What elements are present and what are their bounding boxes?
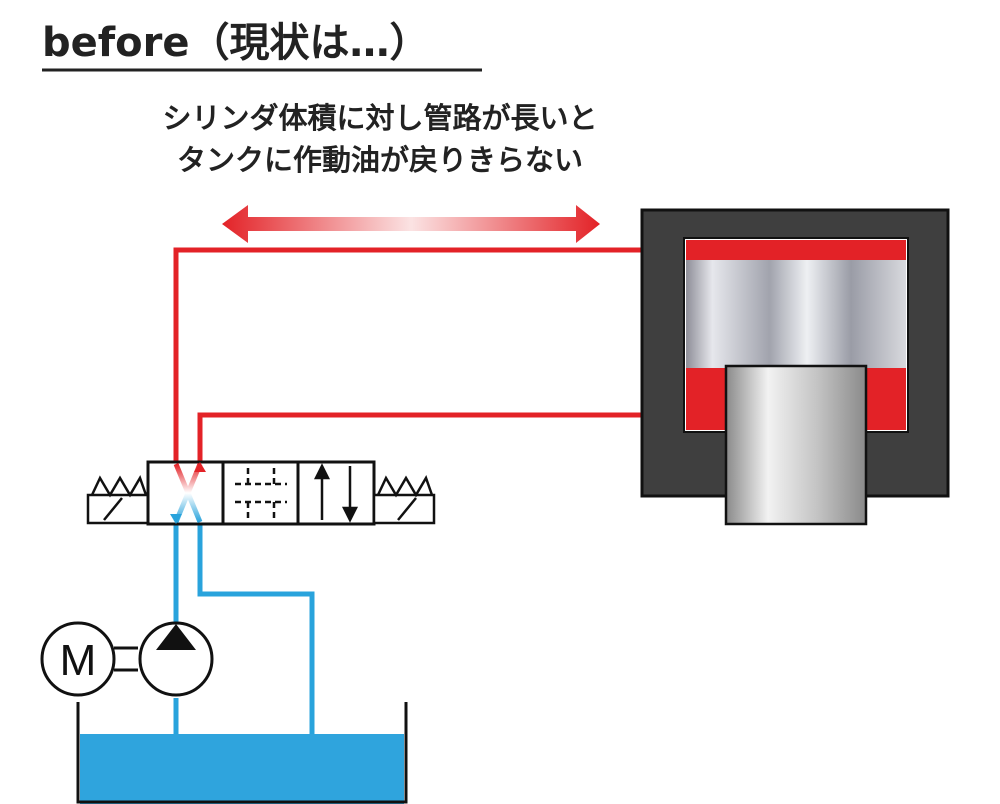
cap-chamber	[686, 240, 906, 260]
double-headed-arrow-icon	[222, 205, 600, 243]
rod-chamber-left	[686, 368, 728, 430]
motor-label: M	[60, 636, 97, 685]
oil-tank	[76, 702, 408, 804]
rod-chamber-right	[864, 368, 906, 430]
caption-line-1: シリンダ体積に対し管路が長いと	[162, 101, 597, 135]
valve-body	[146, 460, 376, 526]
pressure-lines	[173, 247, 690, 470]
rod-side-pressure-line	[197, 412, 690, 470]
piston-rod	[724, 364, 868, 526]
left-spring-actuator	[86, 475, 150, 525]
piston	[686, 260, 906, 368]
valve-parallel-flow	[313, 463, 359, 523]
tank-walls	[76, 702, 408, 804]
hydraulic-cylinder	[640, 208, 950, 526]
caption-line-2: タンクに作動油が戻りきらない	[177, 143, 583, 177]
tank-return-line	[197, 518, 315, 738]
shaft-coupling	[114, 646, 138, 672]
page-title: before（現状は…）	[42, 20, 430, 66]
4-3-directional-valve-icon	[86, 460, 436, 526]
tank-fluid	[80, 734, 404, 804]
right-spring-actuator	[372, 475, 436, 525]
cap-side-pressure-line	[173, 247, 688, 470]
valve-center-closed	[235, 468, 287, 520]
valve-crossed-flow	[170, 462, 206, 524]
motor-symbol-icon: M	[40, 621, 116, 697]
pump-symbol-icon	[138, 621, 214, 697]
return-lines	[173, 518, 315, 738]
